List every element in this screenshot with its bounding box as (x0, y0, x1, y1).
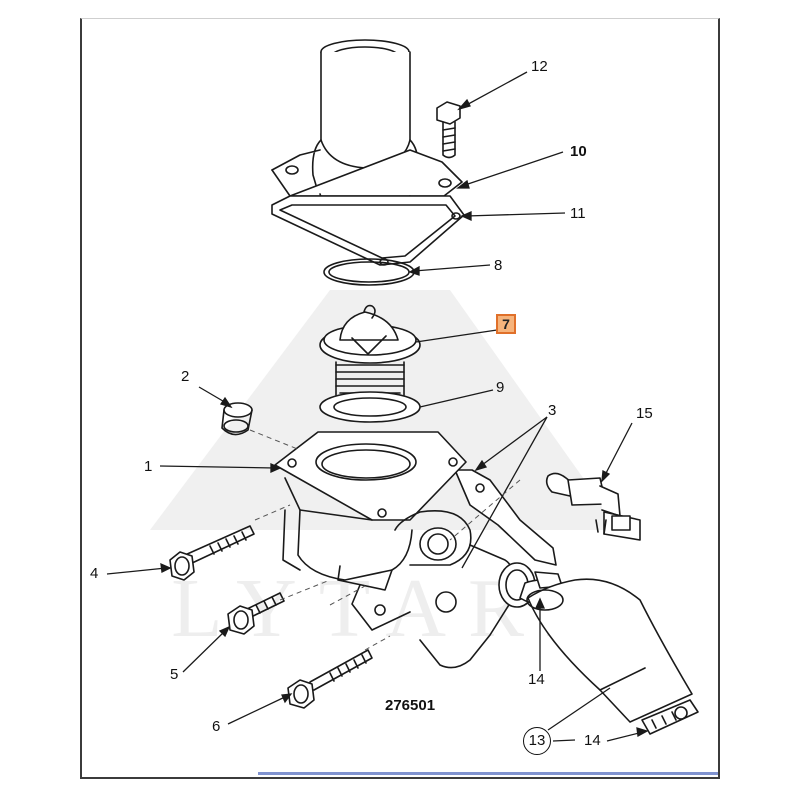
outlet-elbow-icon (271, 39, 463, 229)
long-bolt-icon (287, 649, 373, 709)
gasket-icon (454, 469, 557, 566)
callout-1[interactable]: 1 (144, 458, 153, 475)
long-bolt-icon (169, 525, 255, 581)
callout-15[interactable]: 15 (636, 405, 653, 422)
bolt-icon (436, 101, 461, 159)
callout-6[interactable]: 6 (212, 718, 221, 735)
bottom-divider (258, 772, 718, 775)
callout-7-highlighted[interactable]: 7 (496, 314, 516, 334)
thermostat-icon (319, 304, 421, 396)
callout-3[interactable]: 3 (548, 402, 557, 419)
assembly-guide-lines (249, 429, 521, 651)
callout-14-lower[interactable]: 14 (584, 732, 601, 749)
o-ring-icon (323, 258, 415, 286)
flange-gasket-icon (271, 195, 465, 266)
callout-14-upper[interactable]: 14 (528, 671, 545, 688)
drawing-number: 276501 (385, 697, 436, 714)
hose-clamp-icon (641, 699, 699, 735)
callout-4[interactable]: 4 (90, 565, 99, 582)
hose-icon (526, 578, 693, 723)
callout-9[interactable]: 9 (496, 379, 505, 396)
callout-10[interactable]: 10 (570, 143, 587, 160)
seal-ring-icon (319, 391, 421, 423)
callout-8[interactable]: 8 (494, 257, 503, 274)
callout-12[interactable]: 12 (531, 58, 548, 75)
short-bolt-icon (227, 592, 285, 635)
callout-13[interactable]: 13 (523, 727, 551, 755)
callout-5[interactable]: 5 (170, 666, 179, 683)
leader-lines (106, 71, 649, 742)
callout-11[interactable]: 11 (570, 205, 586, 222)
temperature-sensor-icon (545, 472, 641, 541)
callout-2[interactable]: 2 (181, 368, 190, 385)
